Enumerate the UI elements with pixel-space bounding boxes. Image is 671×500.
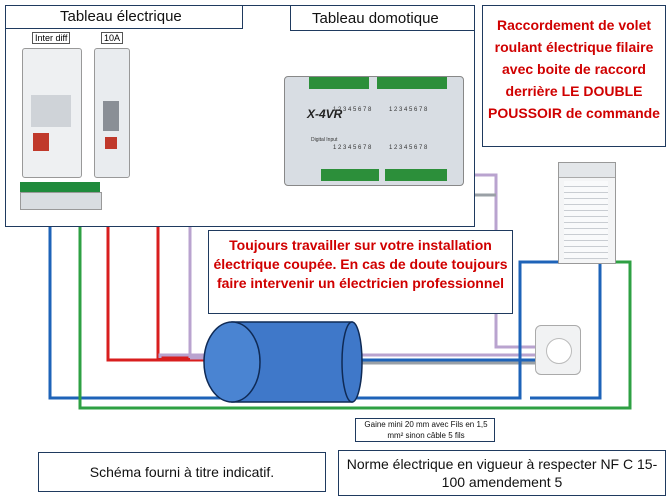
norme-note: Norme électrique en vigueur à respecter … (346, 456, 658, 490)
module-brand: X-4VR (307, 107, 343, 121)
inter-diff-label: Inter diff (32, 32, 71, 44)
roller-shutter (558, 162, 616, 264)
breaker-area: Inter diff 10A (16, 32, 136, 182)
indicatif-box (38, 452, 326, 492)
electrical-panel-title: Tableau électrique (60, 8, 182, 25)
gaine-note: Gaine mini 20 mm avec Fils en 1,5 mm² si… (364, 420, 488, 440)
electrical-panel-title-box (5, 5, 243, 29)
x4vr-module: X-4VR 1 2 3 4 5 6 7 8 1 2 3 4 5 6 7 8 Di… (284, 76, 464, 186)
double-push-switch (535, 325, 581, 375)
warning-note: Toujours travailler sur votre installati… (213, 237, 508, 291)
title-note: Raccordement de volet roulant électrique… (488, 17, 660, 121)
terminal-block (20, 182, 102, 212)
domotic-panel-title: Tableau domotique (312, 10, 439, 27)
module-pins-top-b: 1 2 3 4 5 6 7 8 (389, 107, 428, 113)
warning-box (208, 230, 513, 314)
rating-label: 10A (101, 32, 124, 44)
module-pins-bottom-b: 1 2 3 4 5 6 7 8 (389, 145, 428, 151)
circuit-breaker (94, 48, 130, 178)
blue-wire-c (530, 262, 602, 400)
domotic-panel-title-box (290, 5, 475, 31)
green-wire (78, 210, 632, 410)
norme-box (338, 450, 666, 496)
lavender-wire-c (158, 353, 220, 358)
differential-switch (22, 48, 82, 178)
gaine-box (355, 418, 495, 442)
title-note-box (482, 5, 666, 147)
conduit-cylinder (203, 321, 363, 403)
module-pins-bottom-a: 1 2 3 4 5 6 7 8 (333, 145, 372, 151)
indicatif-note: Schéma fourni à titre indicatif. (89, 464, 275, 480)
module-pins-top-a: 1 2 3 4 5 6 7 8 (333, 107, 372, 113)
module-input-label: Digital Input (311, 137, 338, 143)
blue-wire-a (48, 210, 560, 400)
